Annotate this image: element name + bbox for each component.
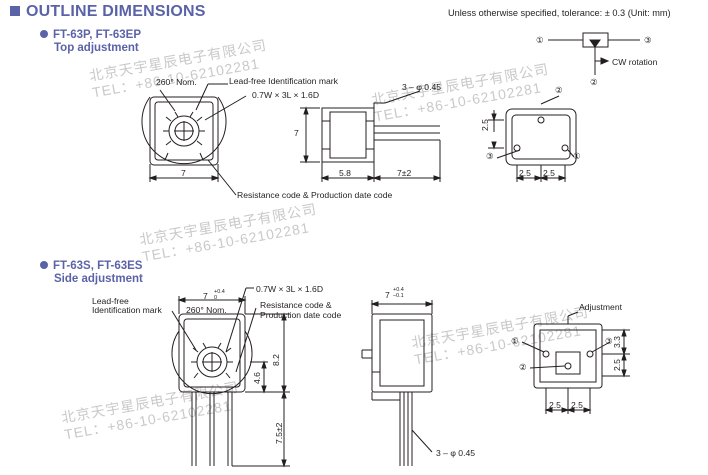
top-adjustment-title: Top adjustment — [54, 42, 139, 54]
bullet-icon — [40, 30, 48, 38]
top-front-view — [141, 83, 247, 196]
top-models: FT-63P, FT-63EP — [40, 28, 141, 42]
top-resistance-code-label: Resistance code & Production date code — [237, 190, 393, 200]
top-nom-label: 260° Nom. — [156, 77, 197, 87]
side-dim-lead-length: 7.5±2 — [274, 422, 284, 444]
side-dim-shaft-height: 4.6 — [252, 372, 262, 384]
side-dim-pitch-b: 2.5 — [571, 400, 583, 410]
top-lead-free-label: Lead-free Identification mark — [229, 76, 338, 86]
top-dim-height: 7 — [294, 128, 299, 138]
side-dim-3-3: 3.3 — [612, 336, 622, 348]
side-dim-width: 7 — [203, 291, 208, 301]
top-pin-dia-label: 3 – φ 0.45 — [402, 82, 442, 92]
side-tol-zero: 0 — [214, 295, 218, 301]
side-bottom-view — [521, 311, 630, 414]
title-square-icon — [10, 6, 20, 16]
side-nom-label: 260° Nom. — [186, 305, 227, 315]
cw-rotation-label: CW rotation — [612, 57, 658, 67]
top-dim-pin-vertical: 2.5 — [480, 119, 490, 131]
side-dim-depth: 7 — [385, 290, 390, 300]
side-pin-3: ③ — [605, 336, 613, 346]
schematic-pin-1: ① — [536, 35, 544, 45]
top-pin-3: ③ — [486, 151, 494, 161]
side-tol-plus-2: +0.4 — [393, 287, 404, 293]
top-pin-1: ① — [573, 151, 581, 161]
schematic-symbol — [548, 32, 640, 75]
top-dim-lead-length: 7±2 — [397, 168, 412, 178]
top-bottom-view — [488, 95, 577, 182]
side-lead-free-label-1: Lead-free — [92, 296, 129, 306]
bullet-icon — [40, 261, 48, 269]
side-tol-plus: +0.4 — [214, 289, 225, 295]
side-models: FT-63S, FT-63ES — [40, 259, 142, 273]
top-side-view — [300, 90, 442, 182]
side-resistor-label: 0.7W × 3L × 1.6D — [256, 284, 324, 294]
side-resistance-code-2: Production date code — [260, 310, 342, 320]
top-dim-width: 7 — [181, 168, 186, 178]
page-title: OUTLINE DIMENSIONS — [10, 3, 206, 21]
top-dim-body-depth: 5.8 — [339, 168, 351, 178]
side-pin-dia-label: 3 – φ 0.45 — [436, 448, 476, 458]
top-resistor-label: 0.7W × 3L × 1.6D — [252, 90, 320, 100]
schematic-pin-2: ② — [590, 77, 598, 87]
side-side-view — [361, 300, 434, 466]
side-adjustment-title: Side adjustment — [54, 273, 143, 285]
side-dim-height: 8.2 — [271, 354, 281, 366]
side-pin-1: ① — [511, 336, 519, 346]
top-dim-pitch-b: 2.5 — [543, 168, 555, 178]
tolerance-note: Unless otherwise specified, tolerance: ±… — [448, 8, 671, 18]
side-adjustment-label: Adjustment — [579, 302, 622, 312]
side-front-view — [171, 287, 290, 468]
schematic-pin-3: ③ — [644, 35, 652, 45]
side-dim-pitch-a: 2.5 — [549, 400, 561, 410]
top-dim-pitch-a: 2.5 — [519, 168, 531, 178]
side-pin-2: ② — [519, 362, 527, 372]
top-pin-2: ② — [555, 85, 563, 95]
page-title-text: OUTLINE DIMENSIONS — [26, 3, 206, 20]
side-dim-2-5-vertical: 2.5 — [612, 359, 622, 371]
side-resistance-code-1: Resistance code & — [260, 300, 332, 310]
side-lead-free-label-2: Identification mark — [92, 305, 162, 315]
side-tol-minus: –0.1 — [393, 293, 404, 299]
